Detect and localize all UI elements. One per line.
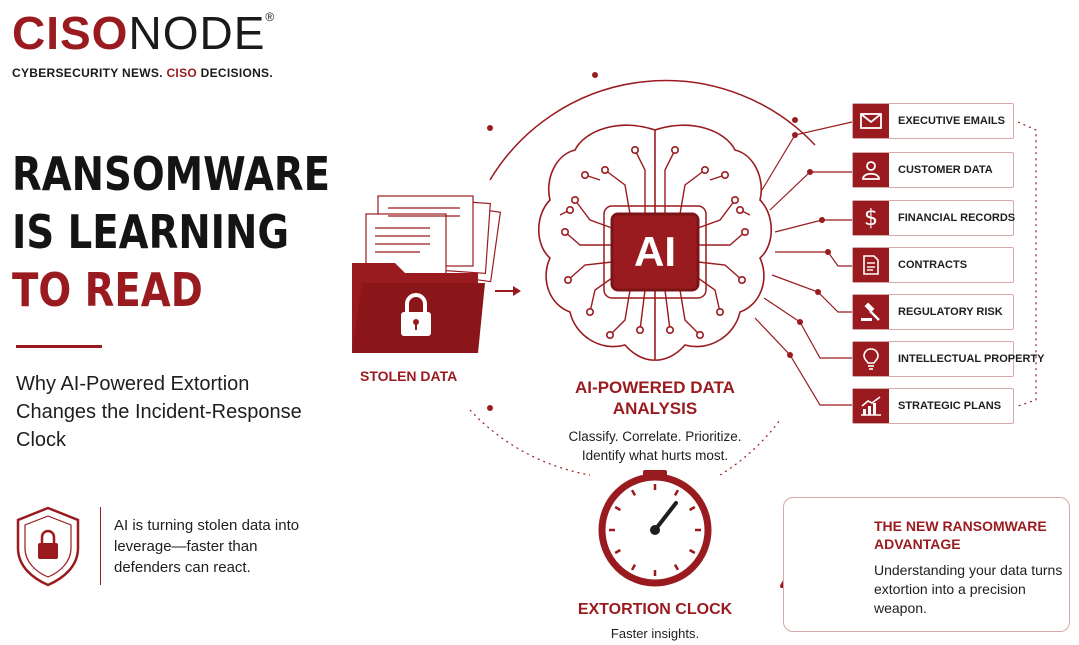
lightbulb-icon: [853, 342, 889, 376]
headline-line2: IS LEARNING: [12, 205, 290, 259]
brain-circuit-icon: [538, 124, 772, 361]
category-customer-data: CUSTOMER DATA: [852, 152, 1014, 188]
advantage-card: [783, 497, 1070, 632]
category-label: STRATEGIC PLANS: [898, 400, 1002, 412]
analysis-arc: [489, 79, 816, 181]
dollar-icon: $: [853, 201, 889, 235]
category-financial-records: $ FINANCIAL RECORDS: [852, 200, 1016, 236]
category-executive-emails: EXECUTIVE EMAILS: [852, 103, 1014, 139]
document-icon: [853, 248, 889, 282]
category-label: INTELLECTUAL PROPERTY: [898, 353, 1045, 365]
brand-logo: CISONODE®: [12, 10, 275, 56]
extortion-clock-subtitle: Faster insights.: [610, 626, 700, 641]
person-icon: [853, 153, 889, 187]
category-contracts: CONTRACTS: [852, 247, 1014, 283]
tagline-decisions: DECISIONS.: [197, 66, 273, 80]
tagline-news: CYBERSECURITY NEWS.: [12, 66, 167, 80]
shield-lock-icon: [16, 506, 80, 587]
logo-registered: ®: [265, 10, 276, 24]
category-connectors: [754, 121, 853, 406]
analysis-title: AI-POWERED DATA ANALYSIS: [575, 378, 735, 418]
category-label: CONTRACTS: [898, 259, 968, 271]
leverage-note: AI is turning stolen data into leverage—…: [114, 517, 300, 576]
circuit-traces: [559, 146, 751, 339]
ai-chip: [610, 212, 700, 292]
ai-badge: AI: [634, 228, 676, 275]
chart-icon: [853, 389, 889, 423]
headline: RANSOMWARE IS LEARNING TO READ: [12, 145, 330, 319]
subheadline: Why AI-Powered Extortion Changes the Inc…: [16, 373, 302, 451]
folder-lock-icon: [352, 195, 502, 353]
category-regulatory-risk: REGULATORY RISK: [852, 294, 1014, 330]
category-label: CUSTOMER DATA: [898, 164, 993, 176]
extortion-clock-label: EXTORTION CLOCK: [577, 601, 733, 618]
advantage-body: Understanding your data turns extortion …: [874, 562, 1063, 616]
headline-line3: TO READ: [12, 263, 203, 317]
headline-divider: [16, 345, 102, 348]
category-intellectual-property: INTELLECTUAL PROPERTY: [852, 341, 1044, 377]
envelope-icon: [853, 104, 889, 138]
category-strategic-plans: STRATEGIC PLANS: [852, 388, 1014, 424]
category-label: EXECUTIVE EMAILS: [898, 115, 1005, 127]
logo-node: NODE: [128, 7, 266, 59]
stolen-data-label: STOLEN DATA: [360, 368, 458, 384]
advantage-title: THE NEW RANSOMWARE ADVANTAGE: [874, 518, 1047, 552]
gavel-icon: [853, 295, 889, 329]
stopwatch-icon: [598, 470, 712, 587]
tagline-ciso: CISO: [166, 66, 198, 80]
analysis-subtitle: Classify. Correlate. Prioritize. Identif…: [568, 429, 742, 463]
category-label: FINANCIAL RECORDS: [898, 212, 1016, 224]
brand-tagline: CYBERSECURITY NEWS. CISO DECISIONS.: [12, 66, 273, 80]
headline-line1: RANSOMWARE: [12, 147, 331, 201]
logo-ciso: CISO: [12, 7, 129, 59]
note-divider: [100, 507, 101, 585]
category-label: REGULATORY RISK: [898, 306, 1003, 318]
